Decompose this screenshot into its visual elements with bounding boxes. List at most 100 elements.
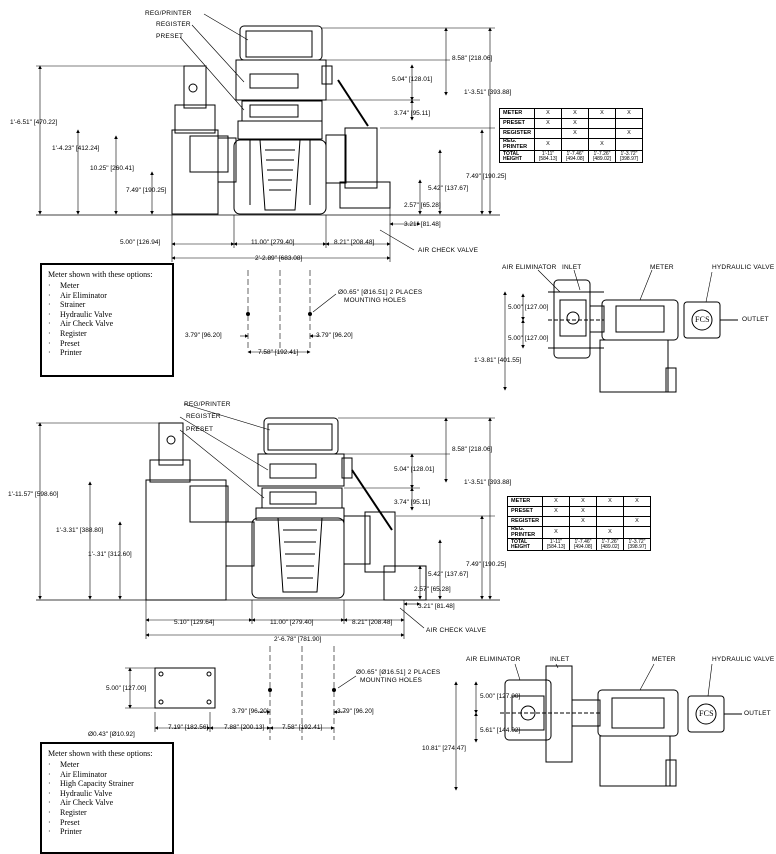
dim-5-00: 5.00" [126.94] [120, 239, 161, 246]
dim-1-3-51: 1'-3.51" [393.88] [464, 479, 512, 486]
bottom-plan-view [500, 665, 742, 787]
cell: X [615, 108, 643, 119]
plan-outlet: OUTLET [744, 710, 771, 717]
plan-dim-5-61: 5.61" [144.02] [480, 727, 521, 734]
legend-item: Printer [48, 827, 166, 837]
callout-register: REGISTER [186, 413, 221, 420]
cell [623, 526, 651, 539]
row-label: REG. PRINTER [507, 526, 543, 539]
row-label: TOTAL HEIGHT [507, 538, 543, 551]
bottom-legend-box: Meter shown with these options: Meter Ai… [40, 742, 174, 854]
plan-meter: METER [650, 264, 674, 271]
cell: X [542, 506, 570, 517]
plan-dim-10-81: 10.81" [274.47] [422, 745, 466, 752]
legend-item: Preset [48, 818, 166, 828]
plan-dim-5-00-a: 5.00" [127.00] [508, 304, 549, 311]
callout-mounting-holes-2: MOUNTING HOLES [360, 677, 423, 684]
legend-title: Meter shown with these options: [48, 270, 153, 279]
cell [588, 128, 616, 139]
cell [615, 138, 643, 151]
dim-3-74: 3.74" [95.11] [394, 499, 431, 506]
dim-2-6-78: 2'-6.78" [781.90] [274, 636, 322, 643]
plan-inlet: INLET [562, 264, 582, 271]
legend-item: Air Eliminator [48, 291, 166, 301]
cell: X [561, 108, 589, 119]
callout-reg-printer: REG/PRINTER [184, 401, 231, 408]
bottom-elevation-dimensions [36, 403, 495, 740]
legend-item: Strainer [48, 300, 166, 310]
cell: X [569, 496, 597, 507]
row-label: TOTAL HEIGHT [499, 150, 535, 163]
dim-3-79-right: 3.79" [96.20] [337, 708, 374, 715]
dim-1-4-23: 1'-4.23" [412.24] [52, 145, 100, 152]
cell: 1'-3.72" [398.97] [615, 150, 643, 163]
legend-item: Hydraulic Valve [48, 789, 166, 799]
plan-dim-1-3-81: 1'-3.81" [401.55] [474, 357, 522, 364]
plan-air-eliminator: AIR ELIMINATOR [466, 656, 521, 663]
cell: X [569, 516, 597, 527]
callout-air-check-valve: AIR CHECK VALVE [418, 247, 479, 254]
row-label: PRESET [499, 118, 535, 129]
dim-10-25: 10.25" [260.41] [90, 165, 134, 172]
cell: 1'-3.72" [398.97] [623, 538, 651, 551]
dim-5-04: 5.04" [128.01] [392, 76, 433, 83]
cell: X [596, 526, 624, 539]
legend-item: High Capacity Strainer [48, 779, 166, 789]
legend-item: Air Eliminator [48, 770, 166, 780]
dim-7-19: 7.19" [182.56] [168, 724, 209, 731]
cell: 1'-11" [584.13] [534, 150, 562, 163]
legend-item: Meter [48, 760, 166, 770]
legend-item: Meter [48, 281, 166, 291]
dim-5-00-square: 5.00" [127.00] [106, 685, 147, 692]
legend-item: Air Check Valve [48, 319, 166, 329]
cell: X [561, 118, 589, 129]
plan-air-eliminator: AIR ELIMINATOR [502, 264, 557, 271]
dim-5-04: 5.04" [128.01] [394, 466, 435, 473]
dim-7-49-right: 7.49" [190.25] [466, 173, 507, 180]
top-elevation-view [36, 25, 500, 216]
callout-preset: PRESET [156, 33, 184, 40]
top-plan-view [548, 279, 738, 393]
dim-8-21: 8.21" [208.48] [352, 619, 393, 626]
callout-reg-printer: REG/PRINTER [145, 10, 192, 17]
top-plan-dims [503, 269, 713, 391]
bottom-plan-dims [454, 663, 713, 791]
plan-hydraulic-valve: HYDRAULIC VALVE [712, 656, 775, 663]
cell: X [569, 506, 597, 517]
plan-outlet: OUTLET [742, 316, 769, 323]
cell: X [588, 138, 616, 151]
plan-dim-5-00-b: 5.00" [127.00] [508, 335, 549, 342]
dim-2-2-89: 2'-2.89" [683.08] [255, 255, 303, 262]
dim-1-3-51: 1'-3.51" [393.88] [464, 89, 512, 96]
dim-0-43: Ø0.43" [Ø10.92] [88, 731, 135, 738]
callout-mounting-holes-2: MOUNTING HOLES [344, 297, 407, 304]
plan-hydraulic-valve: HYDRAULIC VALVE [712, 264, 775, 271]
top-legend-box: Meter shown with these options: Meter Ai… [40, 263, 174, 377]
cell: X [542, 496, 570, 507]
bottom-elevation-view [36, 417, 500, 601]
dim-5-42: 5.42" [137.67] [428, 571, 469, 578]
callout-preset: PRESET [186, 426, 214, 433]
callout-register: REGISTER [156, 21, 191, 28]
dim-5-42: 5.42" [137.67] [428, 185, 469, 192]
dim-7-49: 7.49" [190.25] [466, 561, 507, 568]
legend-item: Hydraulic Valve [48, 310, 166, 320]
cell [596, 516, 624, 527]
dim-3-79-left: 3.79" [96.20] [232, 708, 269, 715]
cell: X [615, 128, 643, 139]
dim-1-31: 1'-.31" [312.60] [88, 551, 132, 558]
cell: 1'-7.46" [494.08] [569, 538, 597, 551]
cell: 1'-7.26" [489.02] [596, 538, 624, 551]
legend-item: Preset [48, 339, 166, 349]
dim-8-58: 8.58" [218.06] [452, 55, 493, 62]
cell: X [588, 108, 616, 119]
dim-3-21: 3.21" [81.48] [418, 603, 455, 610]
